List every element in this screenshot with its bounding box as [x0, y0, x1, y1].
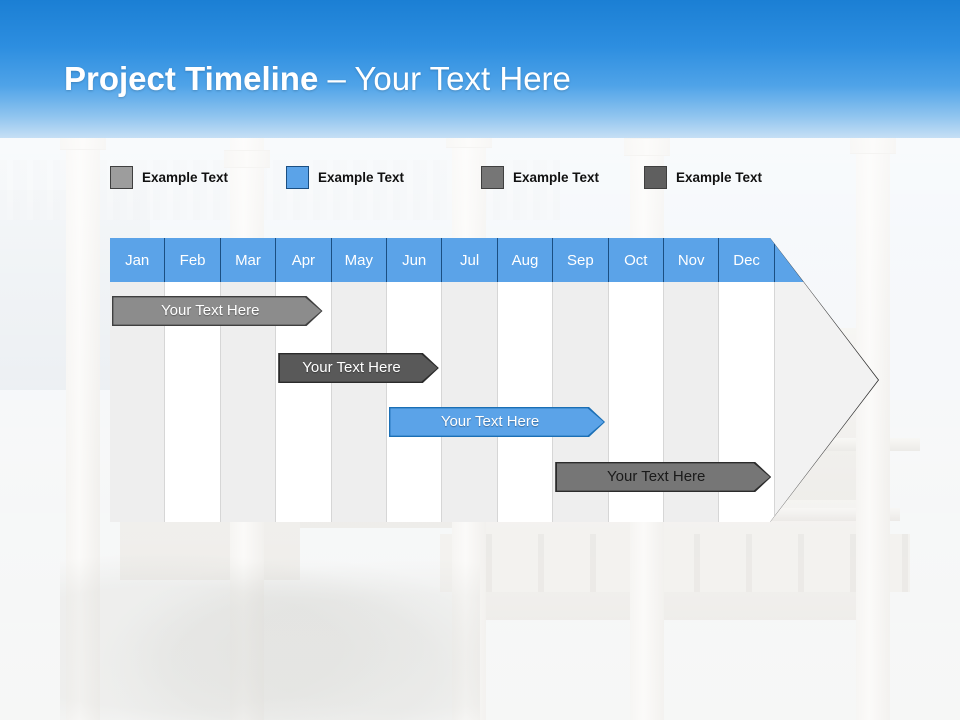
- page-title-rest: – Your Text Here: [318, 60, 571, 97]
- task-bar-fill: Your Text Here: [557, 463, 770, 490]
- month-column-may[interactable]: May: [331, 238, 387, 522]
- legend-item-2[interactable]: Example Text: [286, 166, 404, 189]
- legend-swatch-icon: [481, 166, 504, 189]
- legend-item-4[interactable]: Example Text: [644, 166, 762, 189]
- month-column-body: [442, 282, 498, 522]
- legend-item-3[interactable]: Example Text: [481, 166, 599, 189]
- legend-swatch-icon: [110, 166, 133, 189]
- legend-item-label: Example Text: [142, 170, 229, 185]
- legend-swatch-icon: [644, 166, 667, 189]
- month-header-label: Sep: [567, 251, 594, 269]
- task-bar-1[interactable]: Your Text Here: [112, 296, 323, 326]
- task-bar-3[interactable]: Your Text Here: [389, 407, 605, 437]
- month-header-cell: Oct: [608, 238, 664, 282]
- month-header-cell: Dec: [719, 238, 775, 282]
- month-header-label: May: [344, 251, 373, 269]
- month-header-cell: Mar: [220, 238, 277, 282]
- header-band: [0, 0, 960, 138]
- month-column-body: [331, 282, 387, 522]
- month-header-label: Jan: [125, 251, 150, 269]
- month-header-label: Oct: [624, 251, 648, 269]
- task-bar-fill: Your Text Here: [113, 297, 321, 324]
- legend-swatch-icon: [286, 166, 309, 189]
- month-header-label: Jul: [459, 251, 480, 269]
- month-header-cell: Sep: [553, 238, 609, 282]
- page-title-bold: Project Timeline: [64, 60, 319, 97]
- month-header-cell: May: [331, 238, 387, 282]
- month-column-body: [497, 282, 554, 522]
- month-column-jun[interactable]: Jun: [387, 238, 443, 522]
- task-bar-label: Your Text Here: [440, 413, 540, 431]
- month-header-label: Nov: [677, 251, 705, 269]
- legend-item-label: Example Text: [513, 170, 600, 185]
- month-header-label: Feb: [179, 251, 206, 269]
- month-column-body: [387, 282, 443, 522]
- legend-item-label: Example Text: [318, 170, 405, 185]
- task-bar-2[interactable]: Your Text Here: [278, 353, 439, 383]
- month-column-jul[interactable]: Jul: [442, 238, 498, 522]
- page-title: Project Timeline – Your Text Here: [64, 60, 571, 98]
- month-header-label: Jun: [402, 251, 427, 269]
- month-header-cell: Jan: [110, 238, 166, 282]
- month-header-cell: Jul: [442, 238, 498, 282]
- month-header-label: Aug: [511, 251, 539, 269]
- task-bar-fill: Your Text Here: [390, 408, 603, 435]
- month-header-label: Dec: [733, 251, 760, 269]
- task-bar-label: Your Text Here: [607, 468, 706, 486]
- task-bar-label: Your Text Here: [161, 302, 260, 320]
- month-header-cell: Nov: [664, 238, 720, 282]
- task-bar-fill: Your Text Here: [280, 354, 438, 381]
- legend: Example Text Example Text Example Text Exam…: [110, 166, 870, 196]
- legend-item-1[interactable]: Example Text: [110, 166, 228, 189]
- month-header-cell: Aug: [497, 238, 554, 282]
- month-header-cell: Jun: [387, 238, 443, 282]
- month-column-aug[interactable]: Aug: [497, 238, 554, 522]
- timeline-chart: Jan Feb Mar Apr May Jun Jul Aug Sep Oct Nov Dec You…: [110, 238, 880, 522]
- month-header-cell: Apr: [276, 238, 332, 282]
- task-bar-4[interactable]: Your Text Here: [555, 462, 771, 492]
- month-header-label: Mar: [235, 251, 261, 269]
- task-bar-label: Your Text Here: [302, 359, 401, 377]
- legend-item-label: Example Text: [676, 170, 763, 185]
- month-header-cell: Feb: [165, 238, 221, 282]
- month-header-label: Apr: [291, 251, 316, 269]
